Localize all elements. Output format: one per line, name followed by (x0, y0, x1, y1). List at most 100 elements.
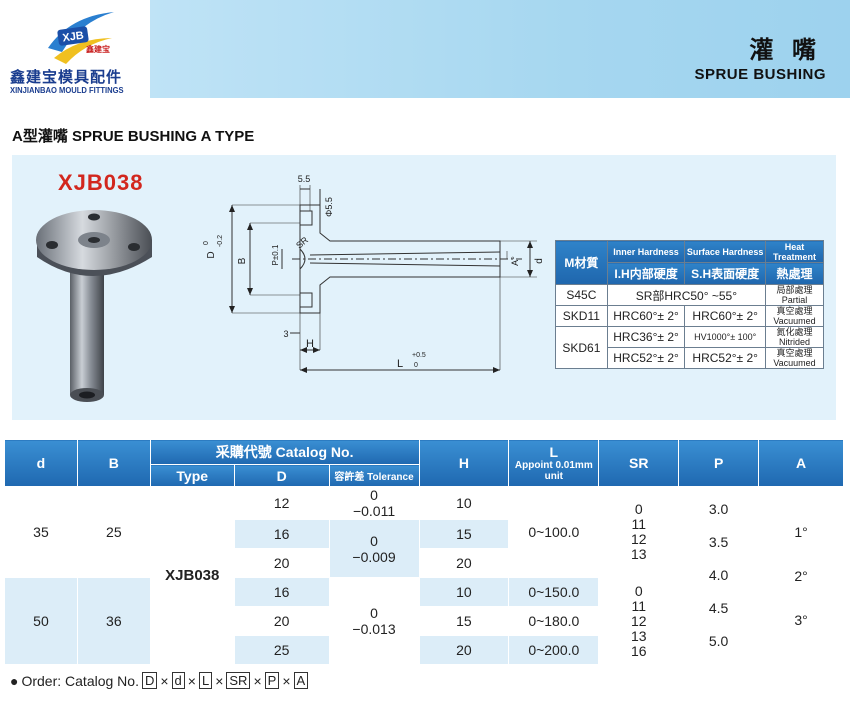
logo-badge: XJB (62, 30, 85, 45)
cell-L: 0~150.0 (508, 577, 600, 607)
bullet-icon: ● (10, 672, 19, 689)
header-P: P (678, 439, 760, 487)
cell-type: XJB038 (149, 486, 235, 665)
order-line: ● Order: Catalog No. D × d × L × SR × P … (10, 672, 309, 689)
model-code: XJB038 (58, 170, 144, 195)
dim-B: B (237, 257, 248, 264)
surface-hardness-cell: HV1000°± 100° (684, 326, 767, 348)
hardness-cell: SR部HRC50° ~55° (606, 284, 767, 306)
cell-d: 35 (4, 486, 78, 578)
material-cell: SKD61 (555, 326, 608, 369)
dim-3: 3 (283, 329, 288, 339)
order-box-L: L (198, 672, 213, 689)
cell-D: 12 (233, 486, 330, 520)
cell-D: 16 (233, 519, 330, 549)
cell-D: 16 (233, 577, 330, 607)
cell-H: 15 (418, 606, 510, 636)
dim-SR: SR (294, 235, 310, 251)
table-row: 16 0−0.009 15 (5, 519, 844, 578)
cell-d: 50 (4, 577, 78, 665)
cell-B: 25 (76, 486, 151, 578)
inner-hardness-header-cn: I.H内部硬度 (606, 262, 686, 285)
header-SR: SR (598, 439, 680, 487)
technical-drawing: 5.5 Φ5.5 D 0 -0.2 B P±0.1 SR A° d 3 H L … (203, 174, 545, 373)
material-header: M材質 (555, 240, 608, 285)
header-H: H (418, 439, 510, 487)
dim-phi: Φ5.5 (324, 197, 334, 217)
inner-hardness-header-en: Inner Hardness (606, 240, 686, 263)
cell-D: 20 (233, 606, 330, 636)
surface-hardness-cell: HRC60°± 2° (684, 305, 767, 327)
page-title-cn: 灌 嘴 (749, 37, 822, 64)
table-row: 20 20 (5, 548, 844, 578)
inner-hardness-cell: HRC60°± 2° (606, 305, 686, 327)
order-box-A: A (293, 672, 309, 689)
header-banner: 灌 嘴 SPRUE BUSHING (150, 0, 850, 98)
header-type: Type (149, 464, 235, 487)
cell-L: 0~200.0 (508, 635, 600, 665)
material-cell: S45C (555, 284, 608, 306)
cell-tolerance: 0−0.013 (328, 577, 420, 665)
surface-hardness-cell: HRC52°± 2° (684, 347, 767, 369)
header-D: D (233, 464, 330, 487)
order-sep: × (187, 672, 196, 689)
dim-D: D (206, 251, 217, 258)
dim-L: L (397, 358, 403, 370)
cell-D: 20 (233, 548, 330, 578)
logo: XJB 鑫建宝 鑫建宝模具配件 XINJIANBAO MOULD FITTING… (0, 0, 150, 100)
cell-D: 25 (233, 635, 330, 665)
heat-treatment-header-cn: 熱處理 (765, 262, 824, 285)
inner-hardness-cell: HRC36°± 2° (606, 326, 686, 348)
dim-P: P±0.1 (271, 244, 280, 265)
cell-tolerance: 0−0.011 (328, 486, 420, 520)
order-box-SR: SR (226, 672, 251, 689)
dim-L-tol-bottom: 0 (414, 362, 418, 369)
cell-H: 10 (418, 577, 510, 607)
cell-H: 20 (418, 635, 510, 665)
logo-swoosh-icon: XJB 鑫建宝 (48, 12, 114, 64)
dim-top: 5.5 (298, 174, 311, 184)
header-catalog: 采購代號 Catalog No. (149, 439, 420, 465)
table-row: 25 20 0~200.0 (5, 635, 844, 665)
cell-H: 10 (418, 486, 510, 520)
order-box-P: P (264, 672, 280, 689)
page-title-en: SPRUE BUSHING (694, 66, 826, 83)
inner-hardness-cell: HRC52°± 2° (606, 347, 686, 369)
header-A: A (758, 439, 844, 487)
dim-A: A° (510, 256, 520, 266)
header-B: B (76, 439, 151, 487)
material-table: M材質 Inner Hardness Surface Hardness Heat… (555, 240, 824, 369)
logo-en: XINJIANBAO MOULD FITTINGS (10, 86, 124, 95)
header-tolerance: 容許差 Tolerance (328, 464, 420, 487)
dim-D-tol-top: 0 (203, 241, 210, 245)
order-sep: × (215, 672, 224, 689)
heat-treatment-header-en: Heat Treatment (765, 240, 824, 263)
cell-H: 20 (418, 548, 510, 578)
dim-L-tol-top: +0.5 (412, 352, 426, 359)
order-box-D: D (141, 672, 158, 689)
logo-badge-cn: 鑫建宝 (85, 44, 110, 54)
cell-tolerance: 0−0.009 (328, 519, 420, 578)
table-row: 20 15 0~180.0 (5, 606, 844, 636)
cell-L: 0~180.0 (508, 606, 600, 636)
material-cell: SKD11 (555, 305, 608, 327)
cell-L: 0~100.0 (508, 486, 600, 578)
product-photo (36, 210, 152, 402)
order-label: Order: Catalog No. (21, 672, 139, 689)
header-d: d (4, 439, 78, 487)
order-box-d: d (171, 672, 185, 689)
cell-H: 15 (418, 519, 510, 549)
logo-cn: 鑫建宝模具配件 (10, 69, 123, 86)
cell-P: 3.0 3.5 4.0 4.5 5.0 (678, 486, 760, 665)
